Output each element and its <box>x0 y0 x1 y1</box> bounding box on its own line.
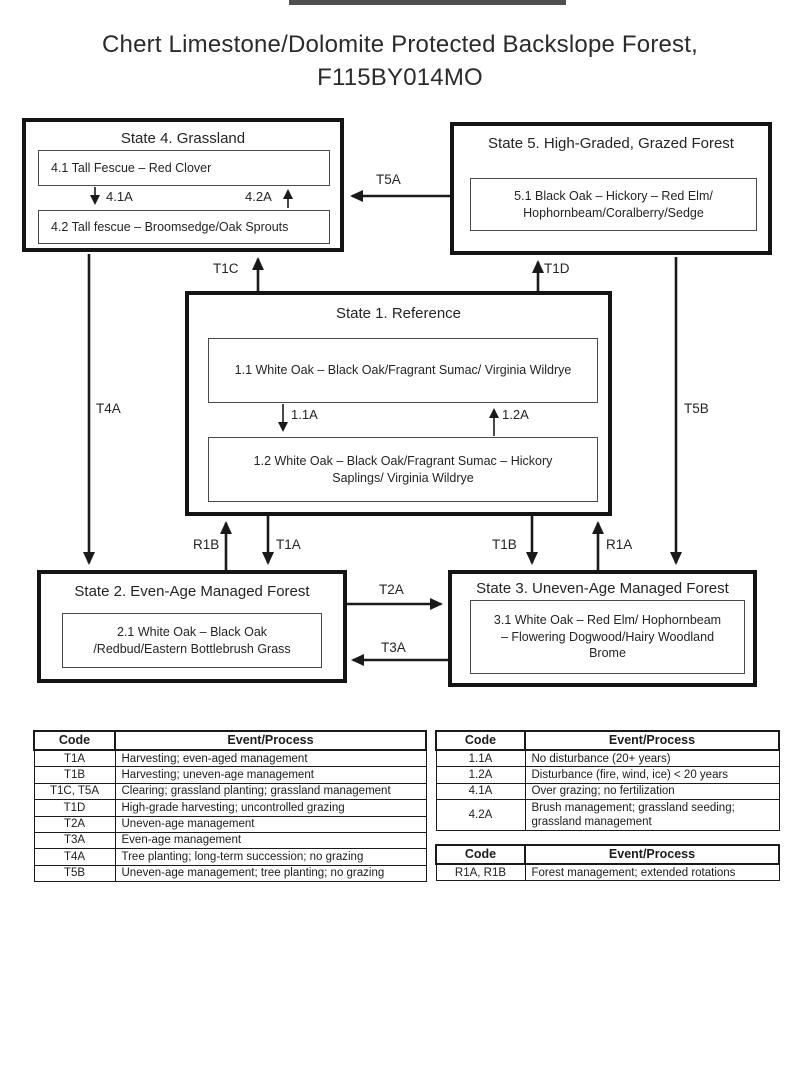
transition-label-t4a: T4A <box>96 401 121 416</box>
code-cell: T1B <box>33 766 116 784</box>
code-cell: 4.2A <box>435 799 526 831</box>
transition-label-r1a: R1A <box>606 537 633 552</box>
community-box-4-1: 4.1 Tall Fescue – Red Clover <box>38 150 330 186</box>
state-box-1: State 1. Reference 1.1 White Oak – Black… <box>185 291 612 516</box>
transition-label-t1a: T1A <box>276 537 301 552</box>
community-box-4-2: 4.2 Tall fescue – Broomsedge/Oak Sprouts <box>38 210 330 244</box>
event-cell: Disturbance (fire, wind, ice) < 20 years <box>524 766 780 784</box>
table-header-cell-code: Code <box>435 730 526 751</box>
code-cell: T5B <box>33 864 116 883</box>
table-header-row: Code Event/Process <box>435 730 780 751</box>
community-box-1-2: 1.2 White Oak – Black Oak/Fragrant Sumac… <box>208 437 598 502</box>
community-line: 4.2 Tall fescue – Broomsedge/Oak Sprouts <box>51 219 289 234</box>
table-header-row: Code Event/Process <box>435 844 780 865</box>
event-cell: Harvesting; even-aged management <box>114 749 427 768</box>
transition-label-t1c: T1C <box>213 261 239 276</box>
transition-label-t1b: T1B <box>492 537 517 552</box>
state-box-3: State 3. Uneven-Age Managed Forest 3.1 W… <box>448 570 757 687</box>
state-title: State 1. Reference <box>335 305 462 322</box>
event-cell: Uneven-age management; tree planting; no… <box>114 864 427 883</box>
community-box-3-1: 3.1 White Oak – Red Elm/ Hophornbeam – F… <box>470 600 745 674</box>
state-title: State 3. Uneven-Age Managed Forest <box>476 580 729 597</box>
top-crop-bar <box>289 0 566 5</box>
table-header-cell-event: Event/Process <box>524 730 780 751</box>
transition-label-t3a: T3A <box>381 640 406 655</box>
transition-label-t5a: T5A <box>376 172 401 187</box>
transition-label-t5b: T5B <box>684 401 709 416</box>
community-line: Saplings/ Virginia Wildrye <box>332 470 474 485</box>
code-cell: 4.1A <box>435 782 526 801</box>
event-cell: No disturbance (20+ years) <box>524 749 780 768</box>
table-header-cell-code: Code <box>435 844 526 865</box>
code-cell: R1A, R1B <box>435 863 526 882</box>
code-cell: 1.1A <box>435 749 526 768</box>
state-title: State 5. High-Graded, Grazed Forest <box>488 135 734 152</box>
code-cell: 1.2A <box>435 766 526 784</box>
event-cell: Harvesting; uneven-age management <box>114 766 427 784</box>
community-line: Hophornbeam/Coralberry/Sedge <box>523 205 704 220</box>
event-cell: Forest management; extended rotations <box>524 863 780 882</box>
state-box-5: State 5. High-Graded, Grazed Forest 5.1 … <box>450 122 772 255</box>
event-cell: Uneven-age management <box>114 815 427 833</box>
transition-label-t1d: T1D <box>544 261 570 276</box>
community-box-5-1: 5.1 Black Oak – Hickory – Red Elm/ Hopho… <box>470 178 757 231</box>
code-cell: T4A <box>33 848 116 866</box>
pathway-label-1-1a: 1.1A <box>291 407 318 422</box>
community-box-2-1: 2.1 White Oak – Black Oak /Redbud/Easter… <box>62 613 322 668</box>
code-cell: T1C, T5A <box>33 782 116 801</box>
page-title: Chert Limestone/Dolomite Protected Backs… <box>0 28 800 94</box>
event-cell: Brush management; grassland seeding; gra… <box>524 799 780 831</box>
community-line: 1.2 White Oak – Black Oak/Fragrant Sumac… <box>253 453 553 468</box>
event-cell: Clearing; grassland planting; grassland … <box>114 782 427 801</box>
table-header-row: Code Event/Process <box>33 730 427 751</box>
event-cell: Tree planting; long-term succession; no … <box>114 848 427 866</box>
code-cell: T1D <box>33 799 116 817</box>
table-header-cell-code: Code <box>33 730 116 751</box>
page-title-line2: F115BY014MO <box>317 64 483 92</box>
code-cell: T2A <box>33 815 116 833</box>
state-title: State 2. Even-Age Managed Forest <box>74 583 310 600</box>
community-line: /Redbud/Eastern Bottlebrush Grass <box>93 641 291 656</box>
event-cell: Over grazing; no fertilization <box>524 782 780 801</box>
community-line: 4.1 Tall Fescue – Red Clover <box>51 160 212 175</box>
community-line: Brome <box>589 646 626 661</box>
table-header-cell-event: Event/Process <box>114 730 427 751</box>
code-cell: T1A <box>33 749 116 768</box>
community-line: – Flowering Dogwood/Hairy Woodland <box>500 629 715 644</box>
event-cell: Even-age management <box>114 831 427 850</box>
transition-label-r1b: R1B <box>193 537 220 552</box>
pathway-label-4-1a: 4.1A <box>106 189 133 204</box>
pathway-label-1-2a: 1.2A <box>502 407 529 422</box>
community-line: 1.1 White Oak – Black Oak/Fragrant Sumac… <box>234 363 572 378</box>
community-line: 5.1 Black Oak – Hickory – Red Elm/ <box>514 188 713 203</box>
state-title: State 4. Grassland <box>120 130 246 147</box>
community-line: 3.1 White Oak – Red Elm/ Hophornbeam <box>493 612 722 627</box>
community-box-1-1: 1.1 White Oak – Black Oak/Fragrant Sumac… <box>208 338 598 403</box>
pathway-label-4-2a: 4.2A <box>245 189 272 204</box>
transition-label-t2a: T2A <box>379 582 404 597</box>
page-title-line1: Chert Limestone/Dolomite Protected Backs… <box>102 31 698 58</box>
event-cell: High-grade harvesting; uncontrolled graz… <box>114 799 427 817</box>
community-line: 2.1 White Oak – Black Oak <box>116 624 268 639</box>
state-box-4: State 4. Grassland 4.1 Tall Fescue – Red… <box>22 118 344 252</box>
table-header-cell-event: Event/Process <box>524 844 780 865</box>
code-cell: T3A <box>33 831 116 850</box>
state-box-2: State 2. Even-Age Managed Forest 2.1 Whi… <box>37 570 347 683</box>
